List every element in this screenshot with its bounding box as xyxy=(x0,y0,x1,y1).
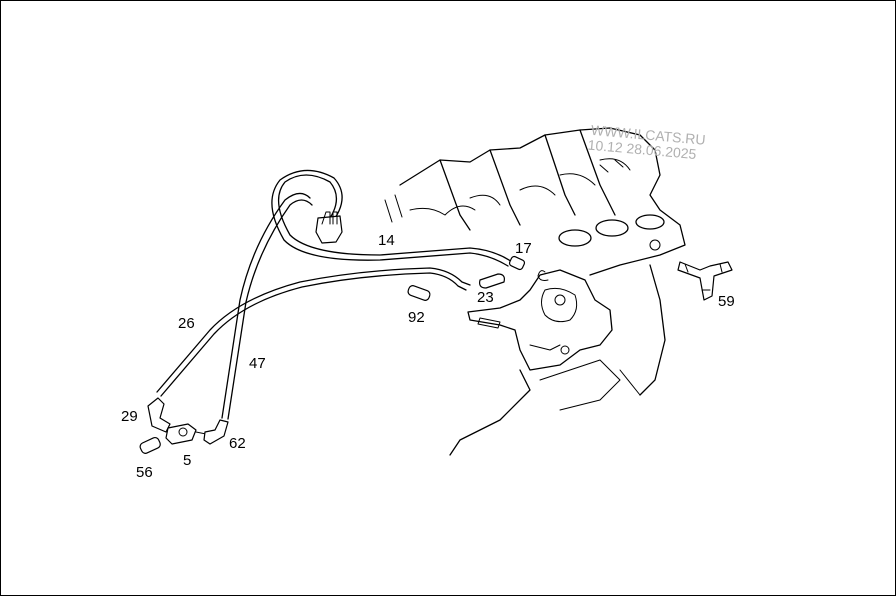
callout-23: 23 xyxy=(477,289,494,306)
callout-26: 26 xyxy=(178,315,195,332)
connector-17 xyxy=(508,255,526,271)
t-connector-59 xyxy=(677,261,733,301)
vacuum-hose-26 xyxy=(156,267,471,397)
callout-59: 59 xyxy=(718,293,735,310)
vacuum-hose-14 xyxy=(271,169,513,267)
check-valve-5 xyxy=(165,423,207,445)
callout-92: 92 xyxy=(408,309,425,326)
vacuum-hose-47 xyxy=(221,192,313,420)
hose-piece-92 xyxy=(407,285,431,301)
callout-5: 5 xyxy=(183,452,191,469)
hose-end-56 xyxy=(139,436,161,454)
watermark: WWW.ILCATS.RU 10.12 28.06.2025 xyxy=(587,122,706,162)
callout-56: 56 xyxy=(136,464,153,481)
hose-piece-23 xyxy=(479,273,505,289)
callout-17: 17 xyxy=(515,240,532,257)
callout-29: 29 xyxy=(121,408,138,425)
intake-manifold xyxy=(384,127,686,276)
throttle-housing xyxy=(449,264,666,456)
callout-47: 47 xyxy=(249,355,266,372)
elbow-hose-62 xyxy=(203,419,229,445)
elbow-hose-29 xyxy=(147,397,171,433)
callout-14: 14 xyxy=(378,232,395,249)
callout-62: 62 xyxy=(229,435,246,452)
